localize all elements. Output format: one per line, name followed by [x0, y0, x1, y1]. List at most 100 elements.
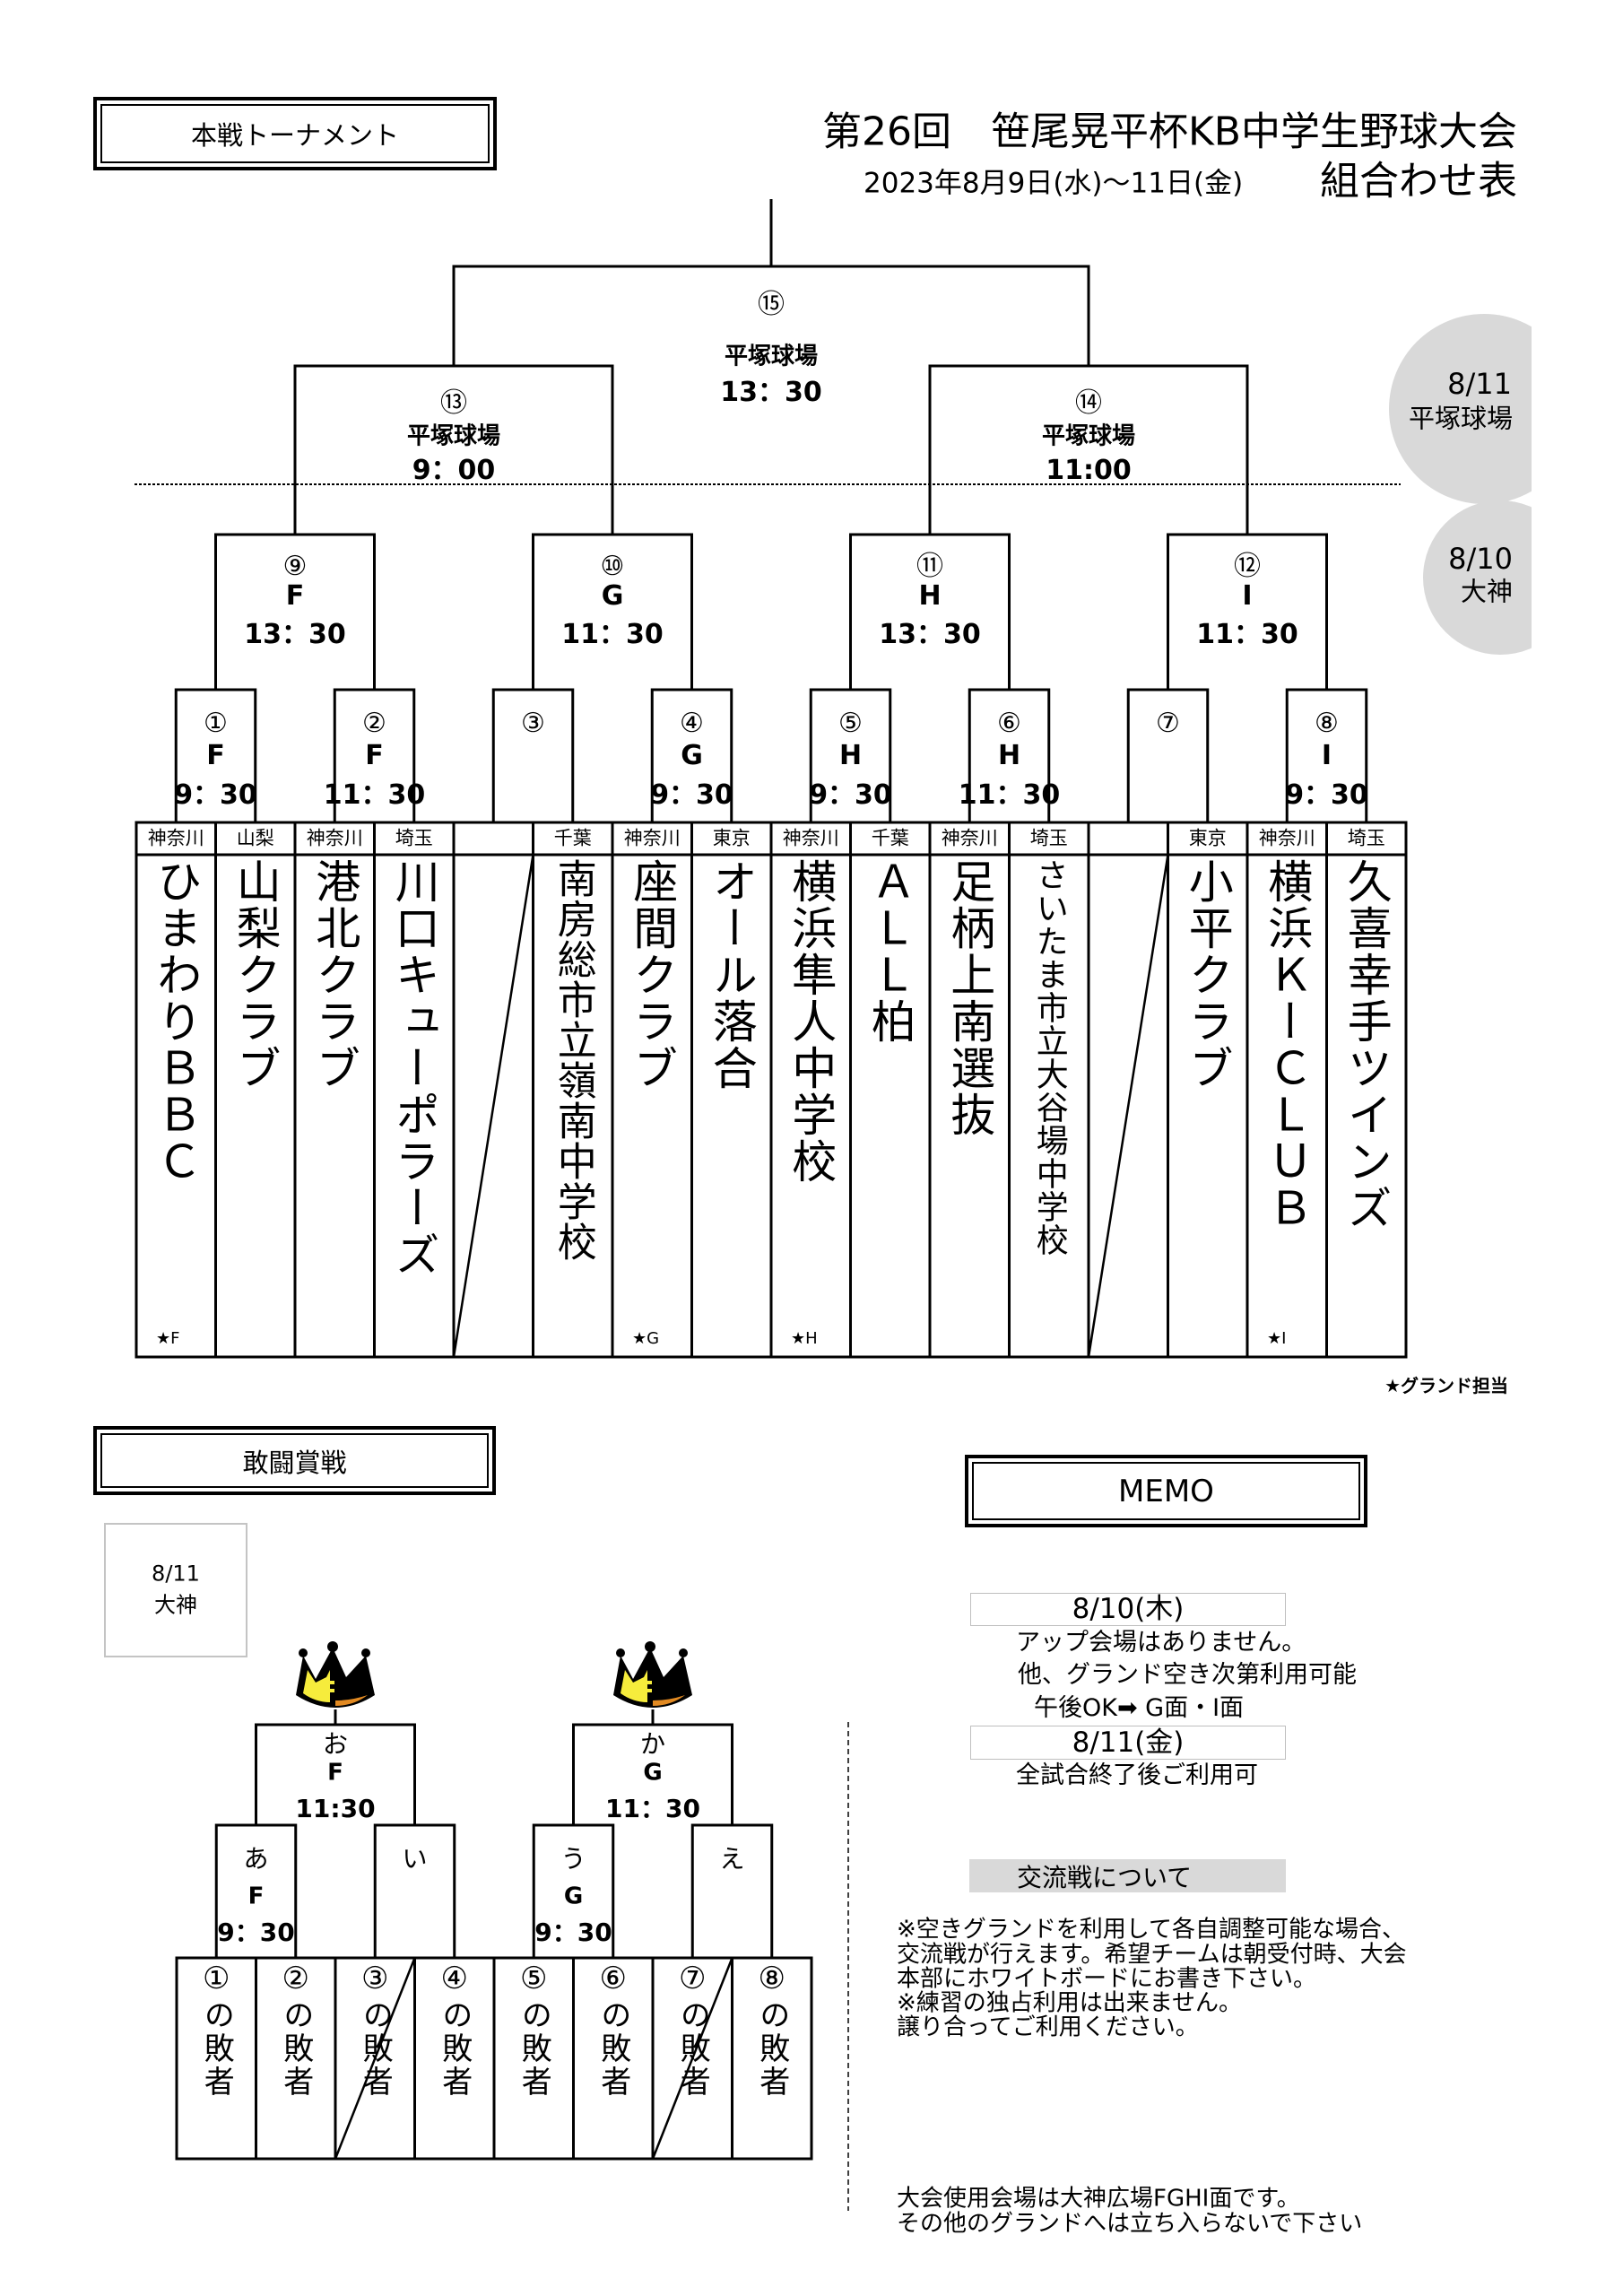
memo-day-date: 8/11(金) — [1072, 1726, 1185, 1759]
round1-match-time: 9：30 — [1285, 779, 1368, 811]
loser-slot-label: ②の敗者 — [277, 1961, 314, 2099]
round1-match-field: H — [838, 740, 863, 771]
team-prefecture: 山梨 — [236, 827, 274, 849]
round1-match-number: ④ — [680, 708, 704, 739]
bye-slash-line — [1087, 854, 1169, 1358]
ground-duty-mark: ★H — [791, 1329, 818, 1349]
loser-slot-label: ⑤の敗者 — [516, 1961, 552, 2099]
team-prefecture: 埼玉 — [1029, 827, 1068, 849]
consolation-final-match-field: G — [643, 1759, 663, 1787]
team-name: さいたま市立大谷場中学校 — [1030, 858, 1068, 1257]
crown-icon-part — [653, 1695, 685, 1706]
crown-icon-part — [616, 1648, 625, 1657]
memo-line: 全試合終了後ご利用可 — [1016, 1761, 1258, 1789]
team-name: 川口キューポラーズ — [387, 858, 440, 1278]
bye-slash-line — [651, 1957, 733, 2160]
ground-duty-mark: ★I — [1267, 1329, 1287, 1349]
loser-slot-label: ①の敗者 — [198, 1961, 235, 2099]
ground-duty-mark: ★G — [632, 1329, 660, 1349]
quarterfinal-match-field: G — [601, 580, 624, 612]
final-match-venue: 平塚球場 — [724, 343, 819, 370]
bye-slash-line — [334, 1957, 416, 2160]
round1-match-time: 11：30 — [323, 779, 426, 811]
round1-match-number: ⑤ — [838, 708, 863, 739]
round1-match-number: ⑥ — [997, 708, 1021, 739]
crown-icon-part — [303, 1670, 334, 1702]
day-badge-venue: 大神 — [1460, 576, 1513, 607]
memo-day-date: 8/10(木) — [1072, 1593, 1185, 1625]
round1-match-field: F — [206, 740, 225, 771]
round1-match-time: 9：30 — [650, 779, 733, 811]
round1-match-time: 9：30 — [174, 779, 257, 811]
consolation-round1-match-number: い — [402, 1844, 428, 1874]
loser-slot-label: ③の敗者 — [357, 1961, 394, 2099]
exchange-line: 交流戦が行えます。希望チームは朝受付時、大会 — [897, 1941, 1407, 1969]
memo-day-box: 8/10(木) — [970, 1593, 1286, 1626]
crown-icon-part — [299, 1648, 308, 1657]
consolation-round1-match-field: G — [563, 1883, 584, 1910]
day-badge-venue: 平塚球場 — [1408, 403, 1513, 434]
loser-slot-label: ④の敗者 — [436, 1961, 473, 2099]
semifinal-match-time: 11:00 — [1046, 455, 1132, 486]
day-badge-8-11-bg — [1389, 314, 1532, 504]
exchange-line: 本部にホワイトボードにお書き下さい。 — [897, 1965, 1317, 1993]
loser-table-border — [175, 1956, 813, 2161]
team-prefecture: 千葉 — [871, 827, 909, 849]
bye-slash-line — [452, 854, 534, 1358]
round1-match-number: ⑦ — [1156, 708, 1180, 739]
exchange-line: ※練習の独占利用は出来ません。 — [897, 1989, 1243, 2017]
crown-icon-part — [327, 1641, 338, 1652]
round1-match-number: ② — [362, 708, 386, 739]
team-prefecture: 東京 — [1188, 827, 1227, 849]
final-match-time: 13：30 — [720, 377, 822, 408]
consolation-final-match-field: F — [327, 1759, 343, 1787]
consolation-final-match-number: お — [322, 1729, 349, 1760]
round1-match-time: 11：30 — [958, 779, 1061, 811]
team-name: 小平クラブ — [1181, 858, 1234, 1091]
loser-slot-label: ⑧の敗者 — [753, 1961, 790, 2099]
memo-line: 午後OK➡ G面・I面 — [1034, 1693, 1245, 1722]
team-name: 横浜ＫーＣＬＵＢ — [1261, 858, 1314, 1231]
quarterfinal-match-number: ⑪ — [916, 551, 943, 582]
team-table-border — [135, 821, 1408, 1359]
consolation-round1-match-time: 9：30 — [217, 1918, 295, 1948]
round1-match-field: H — [997, 740, 1021, 771]
semifinal-match-number: ⑭ — [1075, 387, 1102, 419]
consolation-round1-match-number: あ — [243, 1844, 269, 1874]
crown-icon-part — [679, 1648, 688, 1657]
exchange-line: ※空きグランドを利用して各自調整可能な場合、 — [897, 1916, 1406, 1944]
exchange-heading-bar: 交流戦について — [969, 1859, 1286, 1892]
round1-match-field: I — [1321, 740, 1332, 771]
team-name: 足柄上南選抜 — [943, 858, 996, 1138]
crown-icon — [296, 1641, 375, 1708]
crown-icon-part — [645, 1641, 655, 1652]
quarterfinal-match-number: ⑫ — [1234, 551, 1261, 582]
crown-icon-part — [361, 1648, 370, 1657]
semifinal-match-time: 9：00 — [412, 455, 496, 486]
team-prefecture: 神奈川 — [941, 827, 998, 849]
semifinal-match-venue: 平塚球場 — [1041, 422, 1136, 450]
round1-match-field: G — [681, 740, 703, 771]
team-prefecture: 埼玉 — [395, 827, 433, 849]
team-prefecture: 東京 — [712, 827, 751, 849]
team-name: 港北クラブ — [308, 858, 361, 1091]
main-tournament-label-box: 本戦トーナメント — [93, 97, 497, 170]
quarterfinal-match-number: ⑩ — [600, 551, 625, 582]
team-name: オール落合 — [705, 858, 758, 1091]
round1-match-time: 9：30 — [809, 779, 892, 811]
semifinal-match-venue: 平塚球場 — [406, 422, 501, 450]
memo-line: アップ会場はありません。 — [1016, 1628, 1306, 1657]
venue-note-line: その他のグランドへは立ち入らないで下さい — [897, 2210, 1363, 2238]
consolation-label-box: 敢闘賞戦 — [93, 1426, 496, 1495]
team-name: 久喜幸手ツインズ — [1340, 858, 1393, 1231]
day-badge-date: 8/11 — [1447, 366, 1512, 401]
venue-note-line: 大会使用会場は大神広場FGHI面です。 — [897, 2185, 1300, 2213]
memo-label: MEMO — [1118, 1473, 1214, 1509]
page-title: 第26回 笹尾晃平杯KB中学生野球大会 — [821, 109, 1517, 155]
team-name: ＡＬＬ柏 — [864, 858, 916, 1045]
ground-duty-mark: ★F — [156, 1329, 180, 1349]
quarterfinal-match-time: 11：30 — [1196, 619, 1298, 650]
team-name: 山梨クラブ — [229, 858, 282, 1091]
consolation-label: 敢闘賞戦 — [242, 1447, 347, 1478]
main-tournament-label: 本戦トーナメント — [190, 120, 399, 151]
